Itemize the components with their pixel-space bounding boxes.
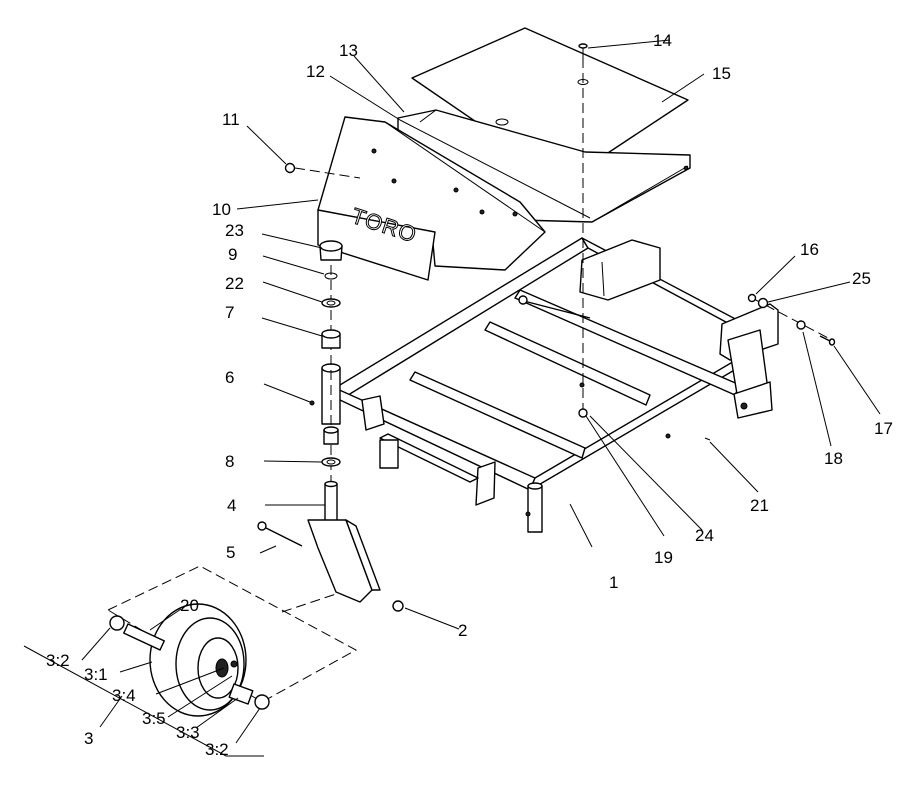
callout-21: 21 xyxy=(750,496,769,515)
caster-stack xyxy=(257,240,404,612)
main-frame xyxy=(321,237,779,533)
callout-22: 22 xyxy=(225,274,244,293)
callout-3: 3 xyxy=(84,729,93,748)
bolt-14 xyxy=(578,43,588,62)
callout-10: 10 xyxy=(212,200,231,219)
callout-24: 24 xyxy=(695,526,714,545)
nut-24 xyxy=(578,408,588,418)
callout-9: 9 xyxy=(228,245,237,264)
callout-14: 14 xyxy=(653,31,672,50)
callout-23: 23 xyxy=(225,221,244,240)
callout-3-1: 3:1 xyxy=(84,665,108,684)
callout-3-2-left: 3:2 xyxy=(46,651,70,670)
callout-8: 8 xyxy=(225,452,234,471)
wheel-assembly xyxy=(23,565,358,757)
logo-panel: TORO xyxy=(317,116,546,281)
callout-3-5: 3:5 xyxy=(142,709,166,728)
nut-11 xyxy=(284,162,361,179)
callout-7: 7 xyxy=(225,303,234,322)
callout-25: 25 xyxy=(852,269,871,288)
callout-15: 15 xyxy=(712,64,731,83)
callout-labels: 1 2 3 3:1 3:2 3:2 3:3 3:4 3:5 4 5 6 7 8 … xyxy=(46,31,893,759)
hardware-right xyxy=(704,293,836,441)
callout-13: 13 xyxy=(339,41,358,60)
callout-11: 11 xyxy=(222,110,240,129)
leader-lines xyxy=(81,39,881,744)
callout-5: 5 xyxy=(226,543,235,562)
callout-16: 16 xyxy=(800,240,819,259)
callout-6: 6 xyxy=(225,368,234,387)
callout-19: 19 xyxy=(654,548,673,567)
callout-20: 20 xyxy=(180,596,199,615)
callout-17: 17 xyxy=(874,419,893,438)
callout-3-4: 3:4 xyxy=(112,686,136,705)
callout-4: 4 xyxy=(227,496,236,515)
callout-3-3: 3:3 xyxy=(176,723,200,742)
callout-3-2-right: 3:2 xyxy=(205,740,229,759)
callout-12: 12 xyxy=(306,62,325,81)
callout-2: 2 xyxy=(458,621,467,640)
callout-1: 1 xyxy=(609,573,618,592)
callout-18: 18 xyxy=(824,449,843,468)
